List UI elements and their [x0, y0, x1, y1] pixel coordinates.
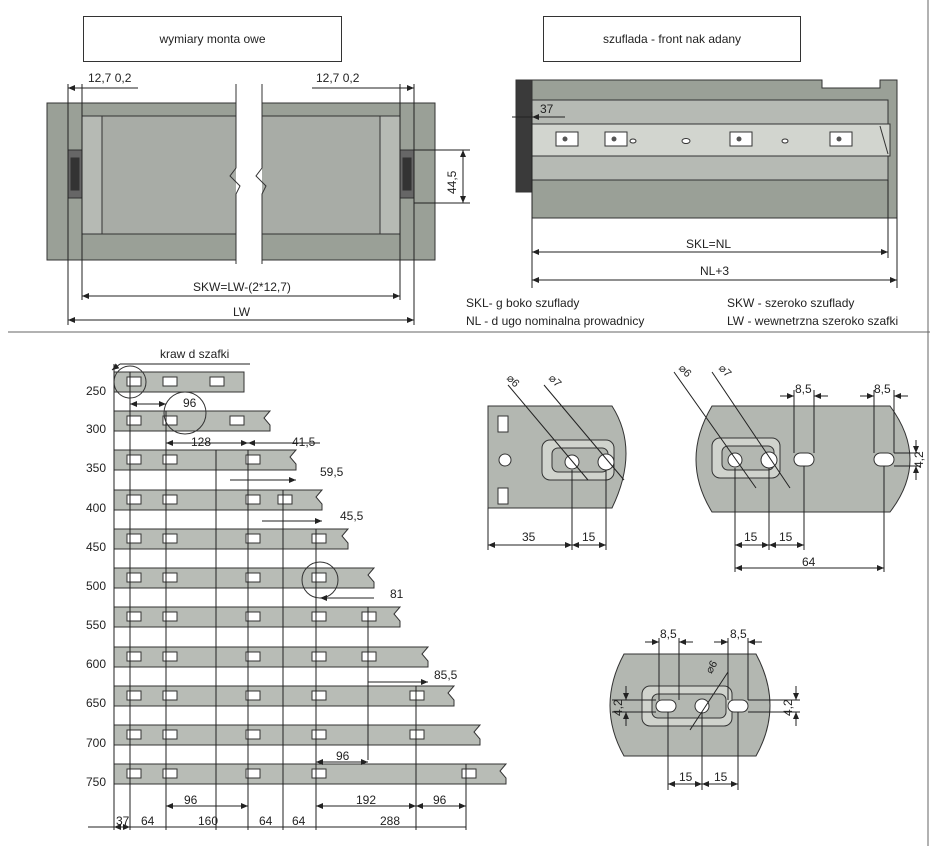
- d3-height-4-2-left: 4,2: [611, 699, 625, 716]
- rail-length-450: 450: [86, 540, 107, 554]
- rail-dim-64-c: 64: [292, 814, 306, 828]
- rail-length-600: 600: [86, 657, 107, 671]
- lw-label: LW: [233, 305, 251, 319]
- offset-left-label: 12,7 0,2: [88, 71, 132, 85]
- mounting-title-box: wymiary monta owe: [83, 16, 342, 62]
- rail-dim-64-a: 64: [141, 814, 155, 828]
- rail-length-550: 550: [86, 618, 107, 632]
- d2-width-15-b: 15: [779, 530, 793, 544]
- rail-dim-192: 192: [356, 793, 377, 807]
- rail-dim-96-mid: 96: [336, 749, 350, 763]
- legend-nl: NL - d ugo nominalna prowadnicy: [466, 314, 645, 328]
- skw-label: SKW=LW-(2*12,7): [193, 280, 291, 294]
- divider-lines: [8, 0, 930, 846]
- d2-slot-8-5-b: 8,5: [874, 382, 891, 396]
- d3-slot-8-5-a: 8,5: [660, 627, 677, 641]
- dim-37-label: 37: [540, 102, 554, 116]
- d3-width-15-a: 15: [679, 770, 693, 784]
- detail3-dimension-lines: [612, 638, 800, 790]
- drawer-side-view: [515, 79, 898, 219]
- rail-length-400: 400: [86, 501, 107, 515]
- detail2-dimension-lines: [673, 371, 920, 572]
- rail-dim-96-top: 96: [183, 396, 197, 410]
- rail-length-250: 250: [86, 384, 107, 398]
- front-title-box: szuflada - front nak adany: [543, 16, 801, 62]
- rail-dim-160: 160: [198, 814, 219, 828]
- offset-right-label: 12,7 0,2: [316, 71, 360, 85]
- rail-dim-64-b: 64: [259, 814, 273, 828]
- nl3-label: NL+3: [700, 264, 730, 278]
- rail-dim-81: 81: [390, 587, 404, 601]
- d3-width-15-b: 15: [714, 770, 728, 784]
- d2-width-64: 64: [802, 555, 816, 569]
- d3-slot-8-5-b: 8,5: [730, 627, 747, 641]
- detail1-dimension-lines: [487, 384, 625, 550]
- d2-slot-8-5-a: 8,5: [795, 382, 812, 396]
- front-title: szuflada - front nak adany: [602, 32, 742, 46]
- rail-dim-45-5: 45,5: [340, 509, 364, 523]
- d1-width-15: 15: [582, 530, 596, 544]
- d3-height-4-2-right: 4,2: [781, 699, 795, 716]
- top-left-dimension-lines: [67, 84, 470, 325]
- rail-length-700: 700: [86, 736, 107, 750]
- height-label: 44,5: [445, 170, 459, 194]
- rail-dimension-lines: [88, 363, 467, 830]
- rail-set: [113, 365, 508, 785]
- rail-dim-85-5: 85,5: [434, 668, 458, 682]
- mounting-title: wymiary monta owe: [159, 32, 266, 46]
- skl-label: SKL=NL: [686, 237, 732, 251]
- rail-length-350: 350: [86, 461, 107, 475]
- rail-dim-96-right: 96: [433, 793, 447, 807]
- detail-bracket-2: [695, 405, 911, 513]
- rail-length-300: 300: [86, 422, 107, 436]
- legend-lw: LW - wewnetrzna szeroko szafki: [727, 314, 899, 328]
- rail-length-500: 500: [86, 579, 107, 593]
- legend-skl: SKL- g boko szuflady: [466, 296, 580, 310]
- rail-length-650: 650: [86, 696, 107, 710]
- rail-dim-288: 288: [380, 814, 401, 828]
- rail-dim-96-bottom: 96: [184, 793, 198, 807]
- d1-width-35: 35: [522, 530, 536, 544]
- rail-dim-37: 37: [116, 814, 130, 828]
- cabinet-section-view: [46, 84, 436, 264]
- rail-dim-41-5: 41,5: [292, 435, 316, 449]
- d2-height-4-2: 4,2: [912, 451, 926, 468]
- detail-bracket-1: [487, 405, 627, 509]
- cabinet-edge-label: kraw d szafki: [160, 347, 230, 361]
- d2-width-15-a: 15: [744, 530, 758, 544]
- rail-length-750: 750: [86, 775, 107, 789]
- legend-skw: SKW - szeroko szuflady: [727, 296, 855, 310]
- rail-dim-128: 128: [191, 435, 212, 449]
- detail-bracket-3: [609, 653, 771, 757]
- top-right-dimension-lines: [512, 112, 898, 288]
- rail-dim-59-5: 59,5: [320, 465, 344, 479]
